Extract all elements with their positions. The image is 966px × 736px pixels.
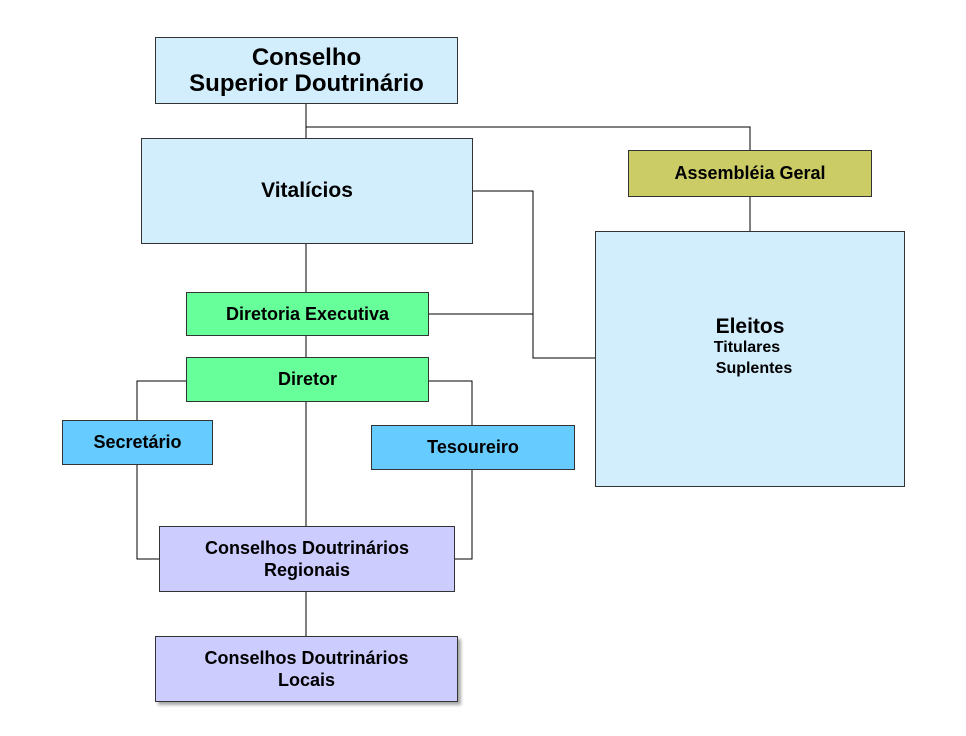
node-locais-line1: Conselhos Doutrinários — [204, 648, 409, 668]
node-eleitos-suplentes: Suplentes — [715, 360, 793, 377]
node-tesoureiro: Tesoureiro — [371, 425, 575, 470]
node-conselho-superior: Conselho Superior Doutrinário — [155, 37, 458, 104]
connector-secretario-regionais — [136, 465, 159, 560]
connector-vitalicios-eleitos — [473, 190, 595, 359]
node-secretario-label: Secretário — [93, 432, 182, 452]
node-assembleia-geral: Assembléia Geral — [628, 150, 872, 197]
node-tesoureiro-label: Tesoureiro — [427, 437, 519, 457]
node-vitalicios-label: Vitalícios — [261, 179, 353, 202]
node-eleitos-title: Eleitos — [715, 315, 785, 338]
node-assembleia-label: Assembléia Geral — [674, 163, 826, 183]
node-eleitos: Eleitos Titulares Suplentes — [595, 231, 905, 487]
node-conselhos-locais: Conselhos Doutrinários Locais — [155, 636, 458, 702]
node-conselho-superior-line2: Superior Doutrinário — [189, 69, 424, 97]
node-regionais-line2: Regionais — [263, 560, 351, 580]
connector-diretor-secretario — [136, 380, 186, 420]
node-secretario: Secretário — [62, 420, 213, 465]
node-conselho-superior-line1: Conselho — [251, 43, 362, 71]
node-vitalicios: Vitalícios — [141, 138, 473, 244]
node-regionais-line1: Conselhos Doutrinários — [204, 538, 410, 558]
connector-tesoureiro-regionais — [455, 470, 473, 560]
node-conselhos-regionais: Conselhos Doutrinários Regionais — [159, 526, 455, 592]
node-diretor: Diretor — [186, 357, 429, 402]
node-diretor-label: Diretor — [277, 369, 337, 389]
node-locais-line2: Locais — [277, 670, 336, 690]
node-eleitos-titulares: Titulares — [713, 339, 781, 356]
node-diretoria-executiva: Diretoria Executiva — [186, 292, 429, 336]
connector-csd-assembleia — [306, 126, 751, 150]
connector-diretor-tesoureiro — [429, 380, 473, 425]
node-diretoria-label: Diretoria Executiva — [225, 303, 390, 324]
